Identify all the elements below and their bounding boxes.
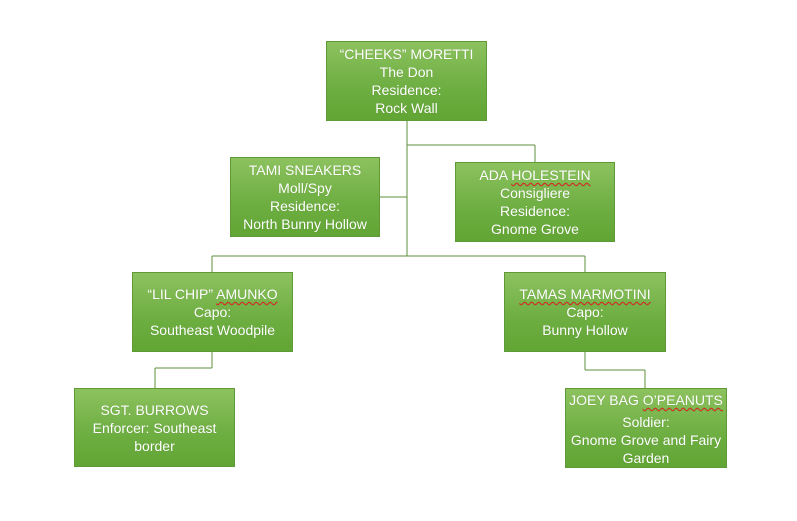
org-node-sneakers: TAMI SNEAKERS Moll/Spy Residence: North … [230, 157, 380, 237]
org-node-amunko: “LIL CHIP” AMUNKO Capo: Southeast Woodpi… [132, 272, 293, 352]
node-residence-label: Residence: [269, 198, 341, 214]
org-node-moretti: “CHEEKS” MORETTI The Don Residence: Rock… [326, 41, 487, 121]
node-role: Enforcer: Southeast [92, 419, 217, 436]
node-name-flagged: AMUNKO [216, 286, 278, 302]
node-territory: Bunny Hollow [542, 322, 628, 338]
node-name: TAMAS MARMOTINI [519, 285, 650, 303]
node-name: JOEY BAG O’PEANUTS [569, 391, 723, 409]
node-name: “CHEEKS” MORETTI [339, 46, 474, 62]
node-name-flagged: O’PEANUTS [642, 392, 723, 408]
node-role-cont: border [134, 437, 175, 454]
node-name-prefix: “LIL CHIP” [147, 286, 217, 302]
node-name: SGT. BURROWS [100, 401, 209, 418]
node-name: “LIL CHIP” AMUNKO [147, 285, 277, 303]
node-residence: Gnome Grove [491, 221, 579, 237]
org-node-marmotini: TAMAS MARMOTINI Capo: Bunny Hollow [504, 272, 666, 352]
org-node-burrows: SGT. BURROWS Enforcer: Southeast border [74, 388, 235, 467]
org-node-joey: JOEY BAG O’PEANUTS Soldier: Gnome Grove … [565, 388, 727, 468]
node-name-prefix: ADA [479, 167, 512, 183]
node-name-flagged: HOLESTEIN [511, 167, 591, 183]
node-territory-cont: Garden [622, 450, 670, 466]
node-name: ADA HOLESTEIN [479, 166, 590, 184]
node-role: The Don [379, 64, 434, 80]
node-residence: North Bunny Hollow [243, 216, 367, 232]
node-name: TAMI SNEAKERS [248, 162, 362, 178]
node-role: Consigliere [499, 185, 571, 201]
node-territory: Gnome Grove and Fairy [570, 432, 722, 448]
node-role: Soldier: [622, 414, 670, 430]
node-residence: Rock Wall [375, 100, 438, 116]
node-name-prefix: JOEY BAG [569, 392, 643, 408]
node-residence-label: Residence: [371, 82, 442, 98]
node-role: Capo: [566, 304, 604, 320]
node-role: Moll/Spy [278, 180, 332, 196]
node-territory: Southeast Woodpile [149, 322, 276, 338]
node-name-flagged: TAMAS MARMOTINI [519, 286, 651, 302]
node-residence-label: Residence: [499, 203, 571, 219]
org-node-holestein: ADA HOLESTEIN Consigliere Residence: Gno… [455, 162, 615, 242]
node-role: Capo: [193, 304, 232, 320]
